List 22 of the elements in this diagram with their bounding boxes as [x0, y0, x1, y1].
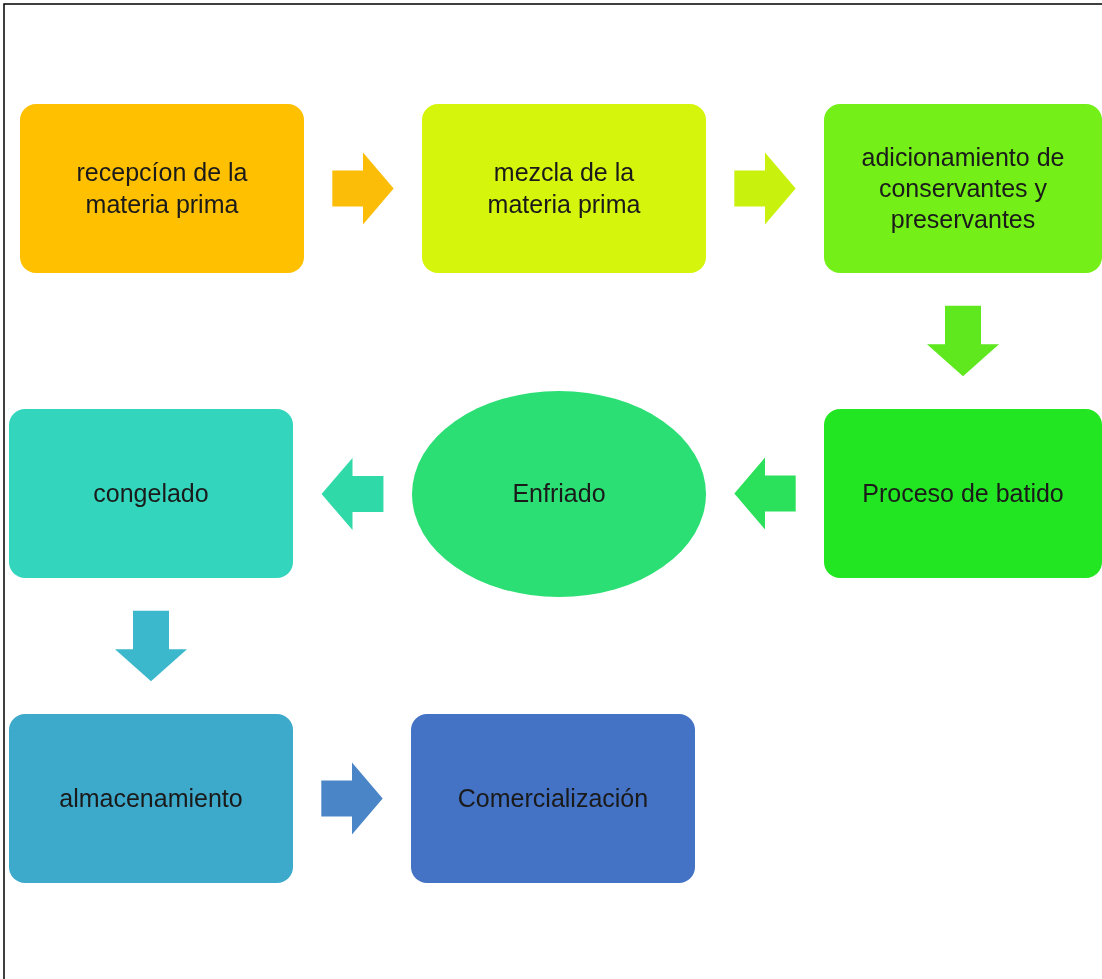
- step-label: Proceso de batido: [862, 477, 1064, 509]
- block-arrow: [927, 305, 999, 377]
- process-box: [9, 714, 293, 883]
- step-label: mezcla de la materia prima: [486, 157, 642, 220]
- process-box: [824, 104, 1102, 273]
- block-arrow: [734, 457, 796, 530]
- step-label: Enfriado: [512, 478, 606, 510]
- step-label: adicionamiento de conservantes y preservantes: [860, 141, 1066, 236]
- block-arrow: [321, 762, 383, 835]
- block-arrow: [734, 152, 796, 225]
- step-label: congelado: [93, 477, 209, 509]
- process-box: [824, 409, 1102, 578]
- process-box: [20, 104, 304, 273]
- block-arrow: [115, 610, 187, 682]
- process-box: [9, 409, 293, 578]
- block-arrow: [321, 458, 384, 530]
- step-label: almacenamiento: [59, 782, 243, 814]
- process-box: [411, 714, 695, 883]
- step-label: recepcíon de la materia prima: [75, 157, 249, 220]
- process-box: [422, 104, 706, 273]
- step-label: Comercialización: [457, 782, 649, 814]
- block-arrow: [332, 152, 394, 225]
